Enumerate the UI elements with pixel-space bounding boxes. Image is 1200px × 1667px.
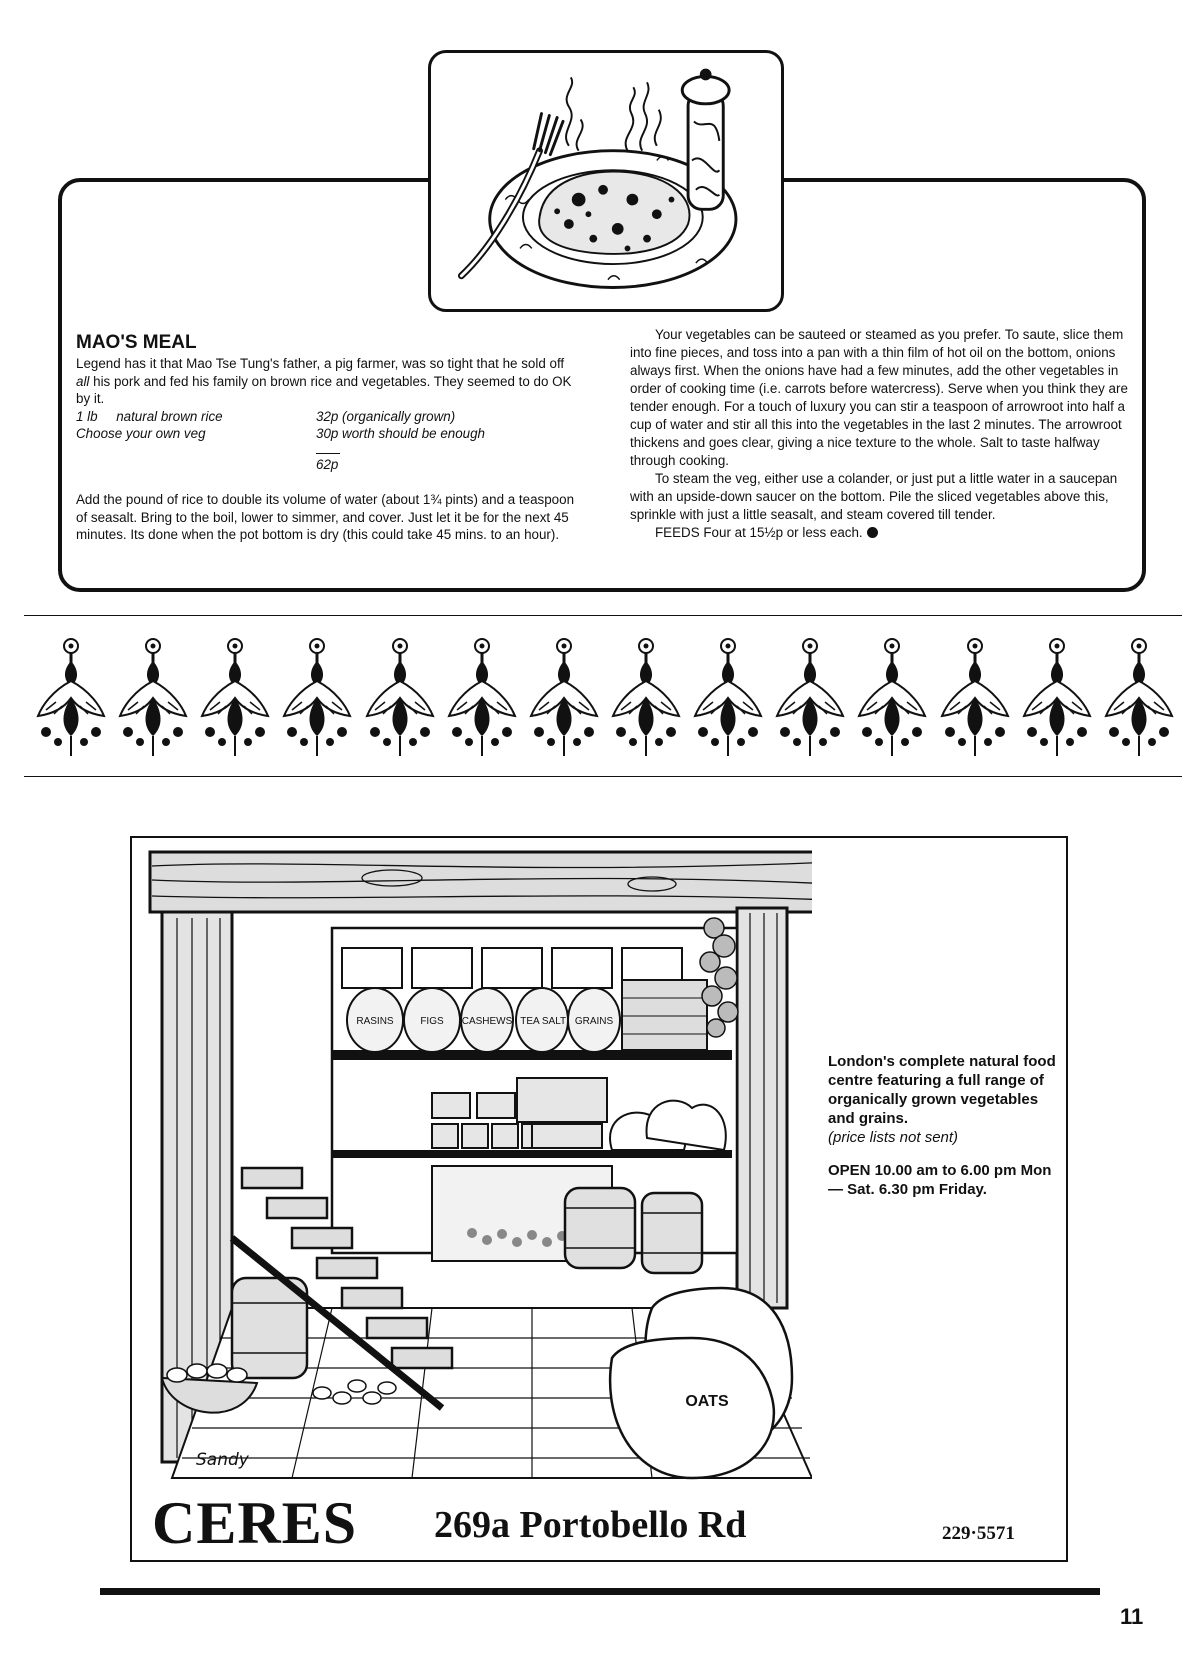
shop-name: CERES — [152, 1490, 358, 1556]
jar-label: GRAINS — [575, 1016, 614, 1027]
ad-description: London's complete natural food centre fe… — [828, 1053, 1056, 1127]
ingredient-list: 1 lb natural brown rice 32p (organically… — [76, 408, 576, 443]
total-divider — [316, 452, 340, 454]
flower-motif-icon — [200, 638, 270, 756]
jar-label: CASHEWS — [462, 1016, 513, 1027]
flower-motif-icon — [282, 638, 352, 756]
flower-motif-icon — [447, 638, 517, 756]
flower-motif-icon — [364, 638, 435, 756]
recipe-title: MAO'S MEAL — [76, 332, 197, 353]
shop-phone: 229·5571 — [942, 1523, 1015, 1544]
band-top-rule — [24, 615, 1182, 616]
flower-motif-icon — [775, 638, 845, 756]
recipe-method: Add the pound of rice to double its volu… — [76, 492, 575, 542]
ceres-advert: RASINS FIGS CASHEWS TEA SALT GRAINS — [130, 836, 1068, 1562]
opening-hours: OPEN 10.00 am to 6.00 pm Mon — Sat. 6.30… — [828, 1162, 1052, 1198]
recipe-left-column: MAO'S MEAL Legend has it that Mao Tse Tu… — [76, 332, 576, 544]
flower-motif-icon — [939, 638, 1010, 756]
ingredient-row: Choose your own veg 30p worth should be … — [76, 425, 576, 443]
flower-motif-icon — [529, 638, 599, 756]
steam-paragraph: To steam the veg, either use a colander,… — [630, 471, 1118, 522]
vegetables-paragraph: Your vegetables can be sauteed or steame… — [630, 327, 1128, 468]
flower-motif-icon — [1022, 638, 1092, 756]
flower-motif-icon — [1104, 638, 1174, 756]
jar-label: RASINS — [356, 1016, 394, 1027]
price-list-note: (price lists not sent) — [828, 1129, 959, 1146]
flower-motif-icon — [693, 638, 763, 756]
flower-motif-icon — [611, 638, 681, 756]
plate-drawing — [457, 68, 738, 289]
flower-motif-icon — [857, 638, 927, 756]
ingredient-row: 1 lb natural brown rice 32p (organically… — [76, 408, 576, 426]
ad-copy: London's complete natural food centre fe… — [828, 1052, 1056, 1199]
jar-label: FIGS — [420, 1016, 444, 1027]
band-bottom-rule — [24, 776, 1182, 777]
flower-motif-icon — [36, 638, 106, 756]
recipe-right-column: Your vegetables can be sauteed or steame… — [630, 326, 1130, 542]
ingredient-cost: 30p worth should be enough — [316, 426, 486, 441]
end-mark-icon — [866, 527, 878, 538]
recipe-total: 62p — [316, 456, 339, 472]
flower-motif-icon — [118, 638, 188, 756]
artist-signature: Sandy — [196, 1450, 249, 1470]
page-number: 11 — [1120, 1604, 1144, 1629]
ingredient-cost: 32p (organically grown) — [316, 408, 456, 424]
ingredient-item: 1 lb natural brown rice — [76, 408, 223, 424]
sack-label: OATS — [685, 1393, 729, 1410]
meal-illustration — [428, 50, 784, 312]
bottom-rule — [100, 1588, 1100, 1595]
jar-label: SALT — [542, 1016, 566, 1027]
shop-address: 269a Portobello Rd — [434, 1504, 747, 1546]
recipe-intro: Legend has it that Mao Tse Tung's father… — [76, 356, 572, 406]
shop-illustration: RASINS FIGS CASHEWS TEA SALT GRAINS — [132, 838, 812, 1498]
jar-label: TEA — [520, 1016, 540, 1027]
feeds-text: FEEDS Four at 15½p or less each. — [655, 525, 863, 540]
feeds-line: FEEDS Four at 15½p or less each. — [630, 524, 1130, 542]
storeroom-drawing: RASINS FIGS CASHEWS TEA SALT GRAINS — [148, 850, 812, 1480]
floral-border — [34, 636, 1176, 760]
ingredient-item: Choose your own veg — [76, 426, 206, 441]
